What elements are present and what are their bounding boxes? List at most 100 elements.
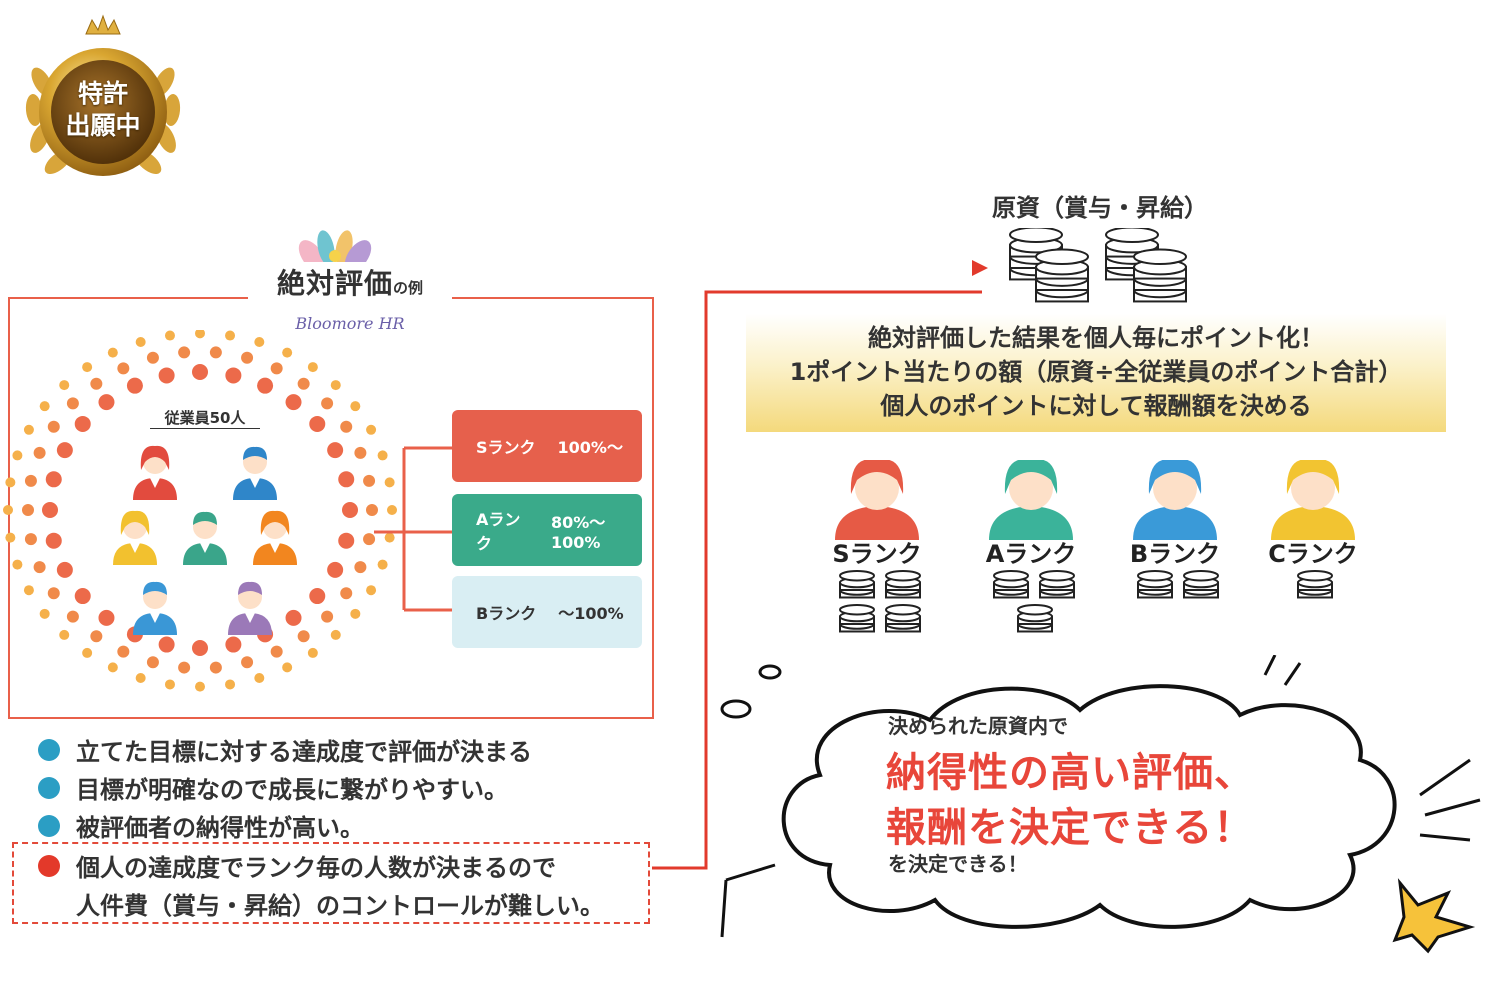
employee-person-icon (133, 445, 177, 500)
halo-dot (282, 662, 293, 673)
halo-dot (23, 424, 34, 435)
halo-dot (225, 636, 242, 653)
halo-dot (45, 532, 62, 549)
halo-dot (22, 504, 34, 516)
employee-person-icon (183, 511, 227, 565)
halo-dot (384, 477, 395, 488)
bullet-text: 立てた目標に対する達成度で評価が決まる (76, 738, 532, 766)
absolute-eval-title-text: 絶対評価 (276, 267, 393, 300)
halo-dot (327, 442, 344, 459)
employee-person-icon (253, 510, 297, 565)
halo-dot (59, 629, 70, 640)
halo-dot (56, 561, 73, 578)
point-banner: 絶対評価した結果を個人毎にポイント化！ 1ポイント当たりの額（原資÷全従業員のポ… (746, 314, 1446, 432)
rank-b-label: Bランク (476, 604, 537, 623)
halo-dot (117, 362, 130, 375)
halo-dot (209, 661, 222, 674)
rank-a-label: Aランク (476, 510, 521, 553)
halo-dot (23, 585, 34, 596)
halo-dot (225, 330, 236, 341)
bullet-dot-icon (38, 814, 60, 837)
cloud-headline-2: 報酬を決定できる！ (886, 805, 1255, 851)
halo-dot (387, 505, 397, 515)
halo-dot (24, 533, 37, 546)
fund-title: 原資（賞与・昇給） (992, 194, 1208, 222)
halo-dot (135, 337, 146, 348)
rank-coins-icon (1137, 569, 1219, 599)
halo-dot (158, 367, 175, 384)
halo-dot (146, 656, 159, 669)
halo-dot (33, 561, 46, 574)
bullet-text: 被評価者の納得性が高い。 (76, 814, 364, 842)
halo-dot (66, 610, 79, 623)
flow-connector (652, 260, 988, 870)
halo-dot (98, 609, 115, 626)
rank-person-icon (1133, 460, 1217, 540)
coin-stack-icon (1035, 248, 1089, 303)
halo-dot (354, 446, 367, 459)
person-rank-s-label: Sランク (832, 540, 922, 568)
halo-dot (146, 351, 159, 364)
rank-people-graphic (835, 460, 1355, 633)
halo-dot (330, 380, 341, 391)
halo-dot (309, 415, 326, 432)
halo-dot (338, 532, 355, 549)
halo-dot (285, 394, 302, 411)
brand-logo-text: Bloomore HR (295, 314, 405, 333)
halo-dot (327, 561, 344, 578)
halo-dot (39, 608, 50, 619)
halo-dot (254, 672, 265, 683)
employees-count-label: 従業員50人 (150, 407, 260, 429)
halo-dot (107, 662, 118, 673)
banner-line2: 1ポイント当たりの額（原資÷全従業員のポイント合計） (789, 358, 1403, 386)
halo-dot (257, 377, 274, 394)
halo-dot (192, 640, 208, 656)
rank-s-range: 100%〜 (557, 438, 623, 457)
absolute-eval-title: 絶対評価の例 (248, 262, 452, 340)
badge-line1: 特許 (77, 79, 128, 108)
halo-dot (74, 588, 91, 605)
halo-dot (117, 645, 130, 658)
rank-person-icon (989, 460, 1073, 540)
person-rank-b-label: Bランク (1129, 540, 1221, 568)
halo-dot (39, 401, 50, 412)
halo-dot (297, 630, 310, 643)
employee-person-icon (133, 581, 177, 635)
halo-dot (297, 377, 310, 390)
halo-dot (241, 351, 254, 364)
halo-dot (66, 397, 79, 410)
halo-dot (270, 362, 283, 375)
rank-b-box: Bランク 〜100% (452, 576, 642, 648)
halo-dot (377, 559, 388, 570)
cloud-small-text: 決められた原資内で (888, 714, 1068, 738)
bullet-item: 被評価者の納得性が高い。 (38, 808, 364, 843)
halo-dot (354, 561, 367, 574)
speech-cloud (720, 655, 1481, 954)
halo-dot (225, 367, 242, 384)
halo-dot (225, 679, 236, 690)
patent-pending-badge: 特許 出願中 (14, 12, 192, 190)
halo-dot (363, 474, 376, 487)
rank-coins-icon (839, 569, 921, 633)
person-rank-c-label: Cランク (1268, 540, 1358, 568)
halo-dot (350, 608, 361, 619)
halo-dot (309, 588, 326, 605)
halo-dot (33, 446, 46, 459)
rank-a-box: Aランク 80%〜100% (452, 494, 642, 566)
halo-dot (164, 679, 175, 690)
employee-person-icon (113, 510, 157, 565)
halo-dot (90, 630, 103, 643)
halo-dot (135, 672, 146, 683)
rank-coins-icon (993, 569, 1075, 633)
halo-dot (126, 377, 143, 394)
halo-dot (270, 645, 283, 658)
laurel-medal-icon (25, 14, 181, 176)
halo-dot (285, 609, 302, 626)
halo-dot (195, 681, 205, 692)
halo-dot (209, 346, 222, 359)
branch-connector (374, 446, 454, 612)
halo-dot (82, 362, 93, 373)
halo-dot (56, 442, 73, 459)
halo-dot (158, 636, 175, 653)
banner-line3: 個人のポイントに対して報酬額を決める (880, 392, 1312, 420)
